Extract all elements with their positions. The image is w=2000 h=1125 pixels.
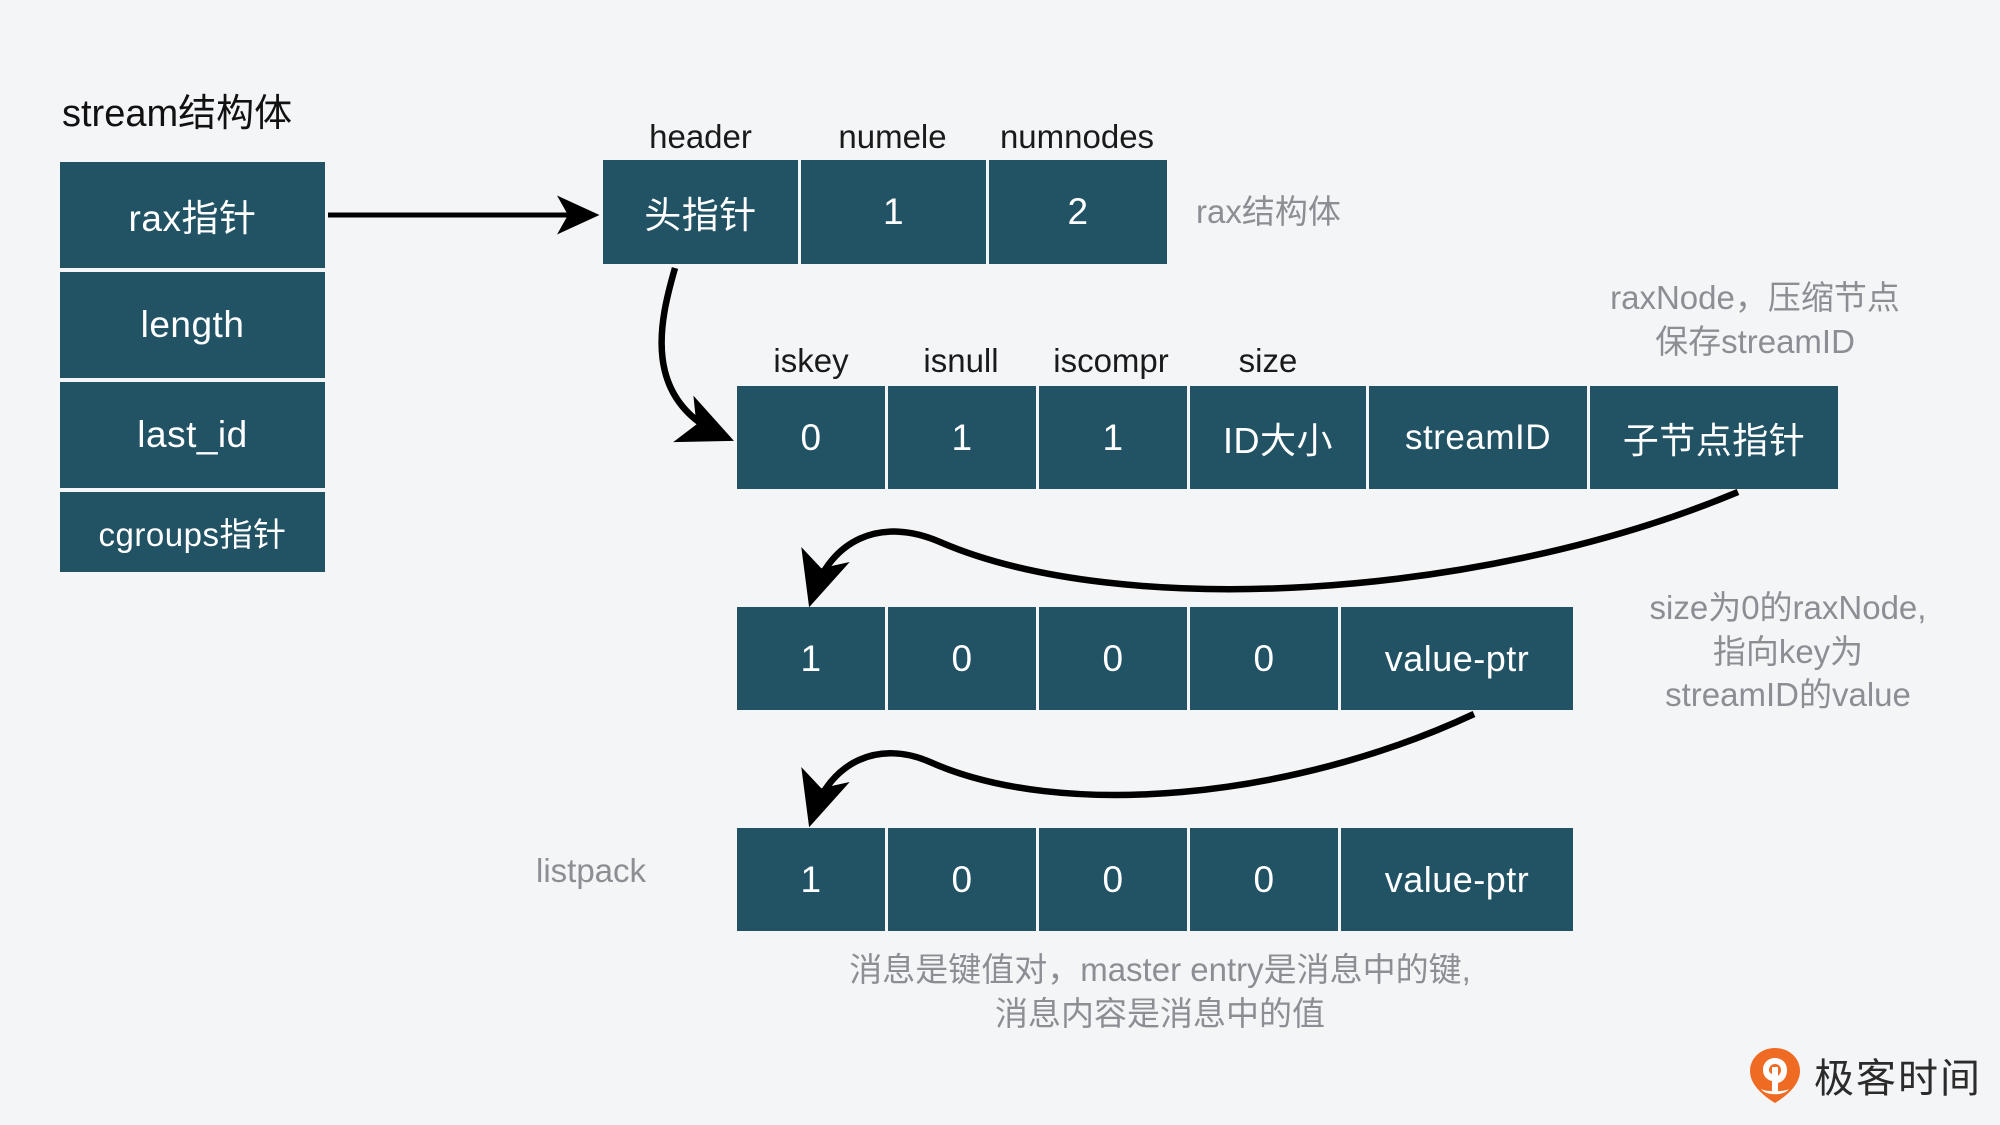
raxnode-header-label-iscompr: iscompr	[1053, 342, 1169, 379]
geekbang-logo-text: 极客时间	[1814, 1057, 1982, 1101]
rax-header-label-numnodes: numnodes	[999, 118, 1155, 155]
geekbang-logo-icon	[1748, 1046, 1802, 1104]
leafnode-cell-value-ptr: value-ptr	[1341, 607, 1573, 710]
listpack-cell-size: 0	[1190, 828, 1338, 931]
note-leafnode-line2: 指向key为	[1712, 632, 1864, 670]
raxnode-header-label-size: size	[1238, 342, 1298, 379]
caption-line2: 消息内容是消息中的值	[995, 994, 1325, 1032]
stream-field-length: length	[60, 272, 325, 378]
listpack-label: listpack	[536, 852, 647, 889]
note-leafnode-line3: streamID的value	[1665, 676, 1911, 714]
note-raxnode-compressed-line2: 保存streamID	[1655, 322, 1855, 360]
raxnode-cell-iscompr: 1	[1039, 386, 1187, 489]
listpack-cell-iscompr: 0	[1039, 828, 1187, 931]
leafnode-cell-iscompr: 0	[1039, 607, 1187, 710]
caption-line1: 消息是键值对，master entry是消息中的键,	[849, 951, 1471, 988]
stream-field-cgroups-pointer: cgroups指针	[60, 492, 325, 572]
arrow-head-pointer-to-raxnode	[658, 267, 734, 443]
raxnode-header-label-isnull: isnull	[923, 342, 999, 379]
listpack-cell-iskey: 1	[737, 828, 885, 931]
raxnode-cell-child-pointer: 子节点指针	[1590, 386, 1838, 489]
raxnode-cell-streamid: streamID	[1369, 386, 1587, 489]
rax-cell-header: 头指针	[603, 160, 798, 264]
rax-header-label-header: header	[649, 118, 752, 155]
geekbang-logo: 极客时间	[1748, 1046, 1982, 1104]
raxnode-cell-iskey: 0	[737, 386, 885, 489]
raxnode-cell-size: ID大小	[1190, 386, 1366, 489]
arrow-value-ptr-to-listpack	[801, 711, 1476, 828]
listpack-cell-isnull: 0	[888, 828, 1036, 931]
leafnode-cell-isnull: 0	[888, 607, 1036, 710]
note-raxnode-compressed-line1: raxNode，压缩节点	[1610, 279, 1900, 316]
raxnode-header-label-iskey: iskey	[773, 342, 849, 379]
note-rax-struct: rax结构体	[1196, 193, 1341, 230]
stream-field-last-id: last_id	[60, 382, 325, 488]
arrow-child-pointer-to-leafnode	[801, 489, 1740, 608]
note-leafnode-line1: size为0的raxNode,	[1649, 589, 1927, 626]
stream-field-rax-pointer: rax指针	[60, 162, 325, 268]
listpack-cell-value-ptr: value-ptr	[1341, 828, 1573, 931]
rax-cell-numnodes: 2	[989, 160, 1167, 264]
page-title: stream结构体	[62, 93, 293, 135]
rax-cell-numele: 1	[801, 160, 986, 264]
leafnode-cell-iskey: 1	[737, 607, 885, 710]
raxnode-cell-isnull: 1	[888, 386, 1036, 489]
rax-header-label-numele: numele	[838, 118, 947, 155]
leafnode-cell-size: 0	[1190, 607, 1338, 710]
